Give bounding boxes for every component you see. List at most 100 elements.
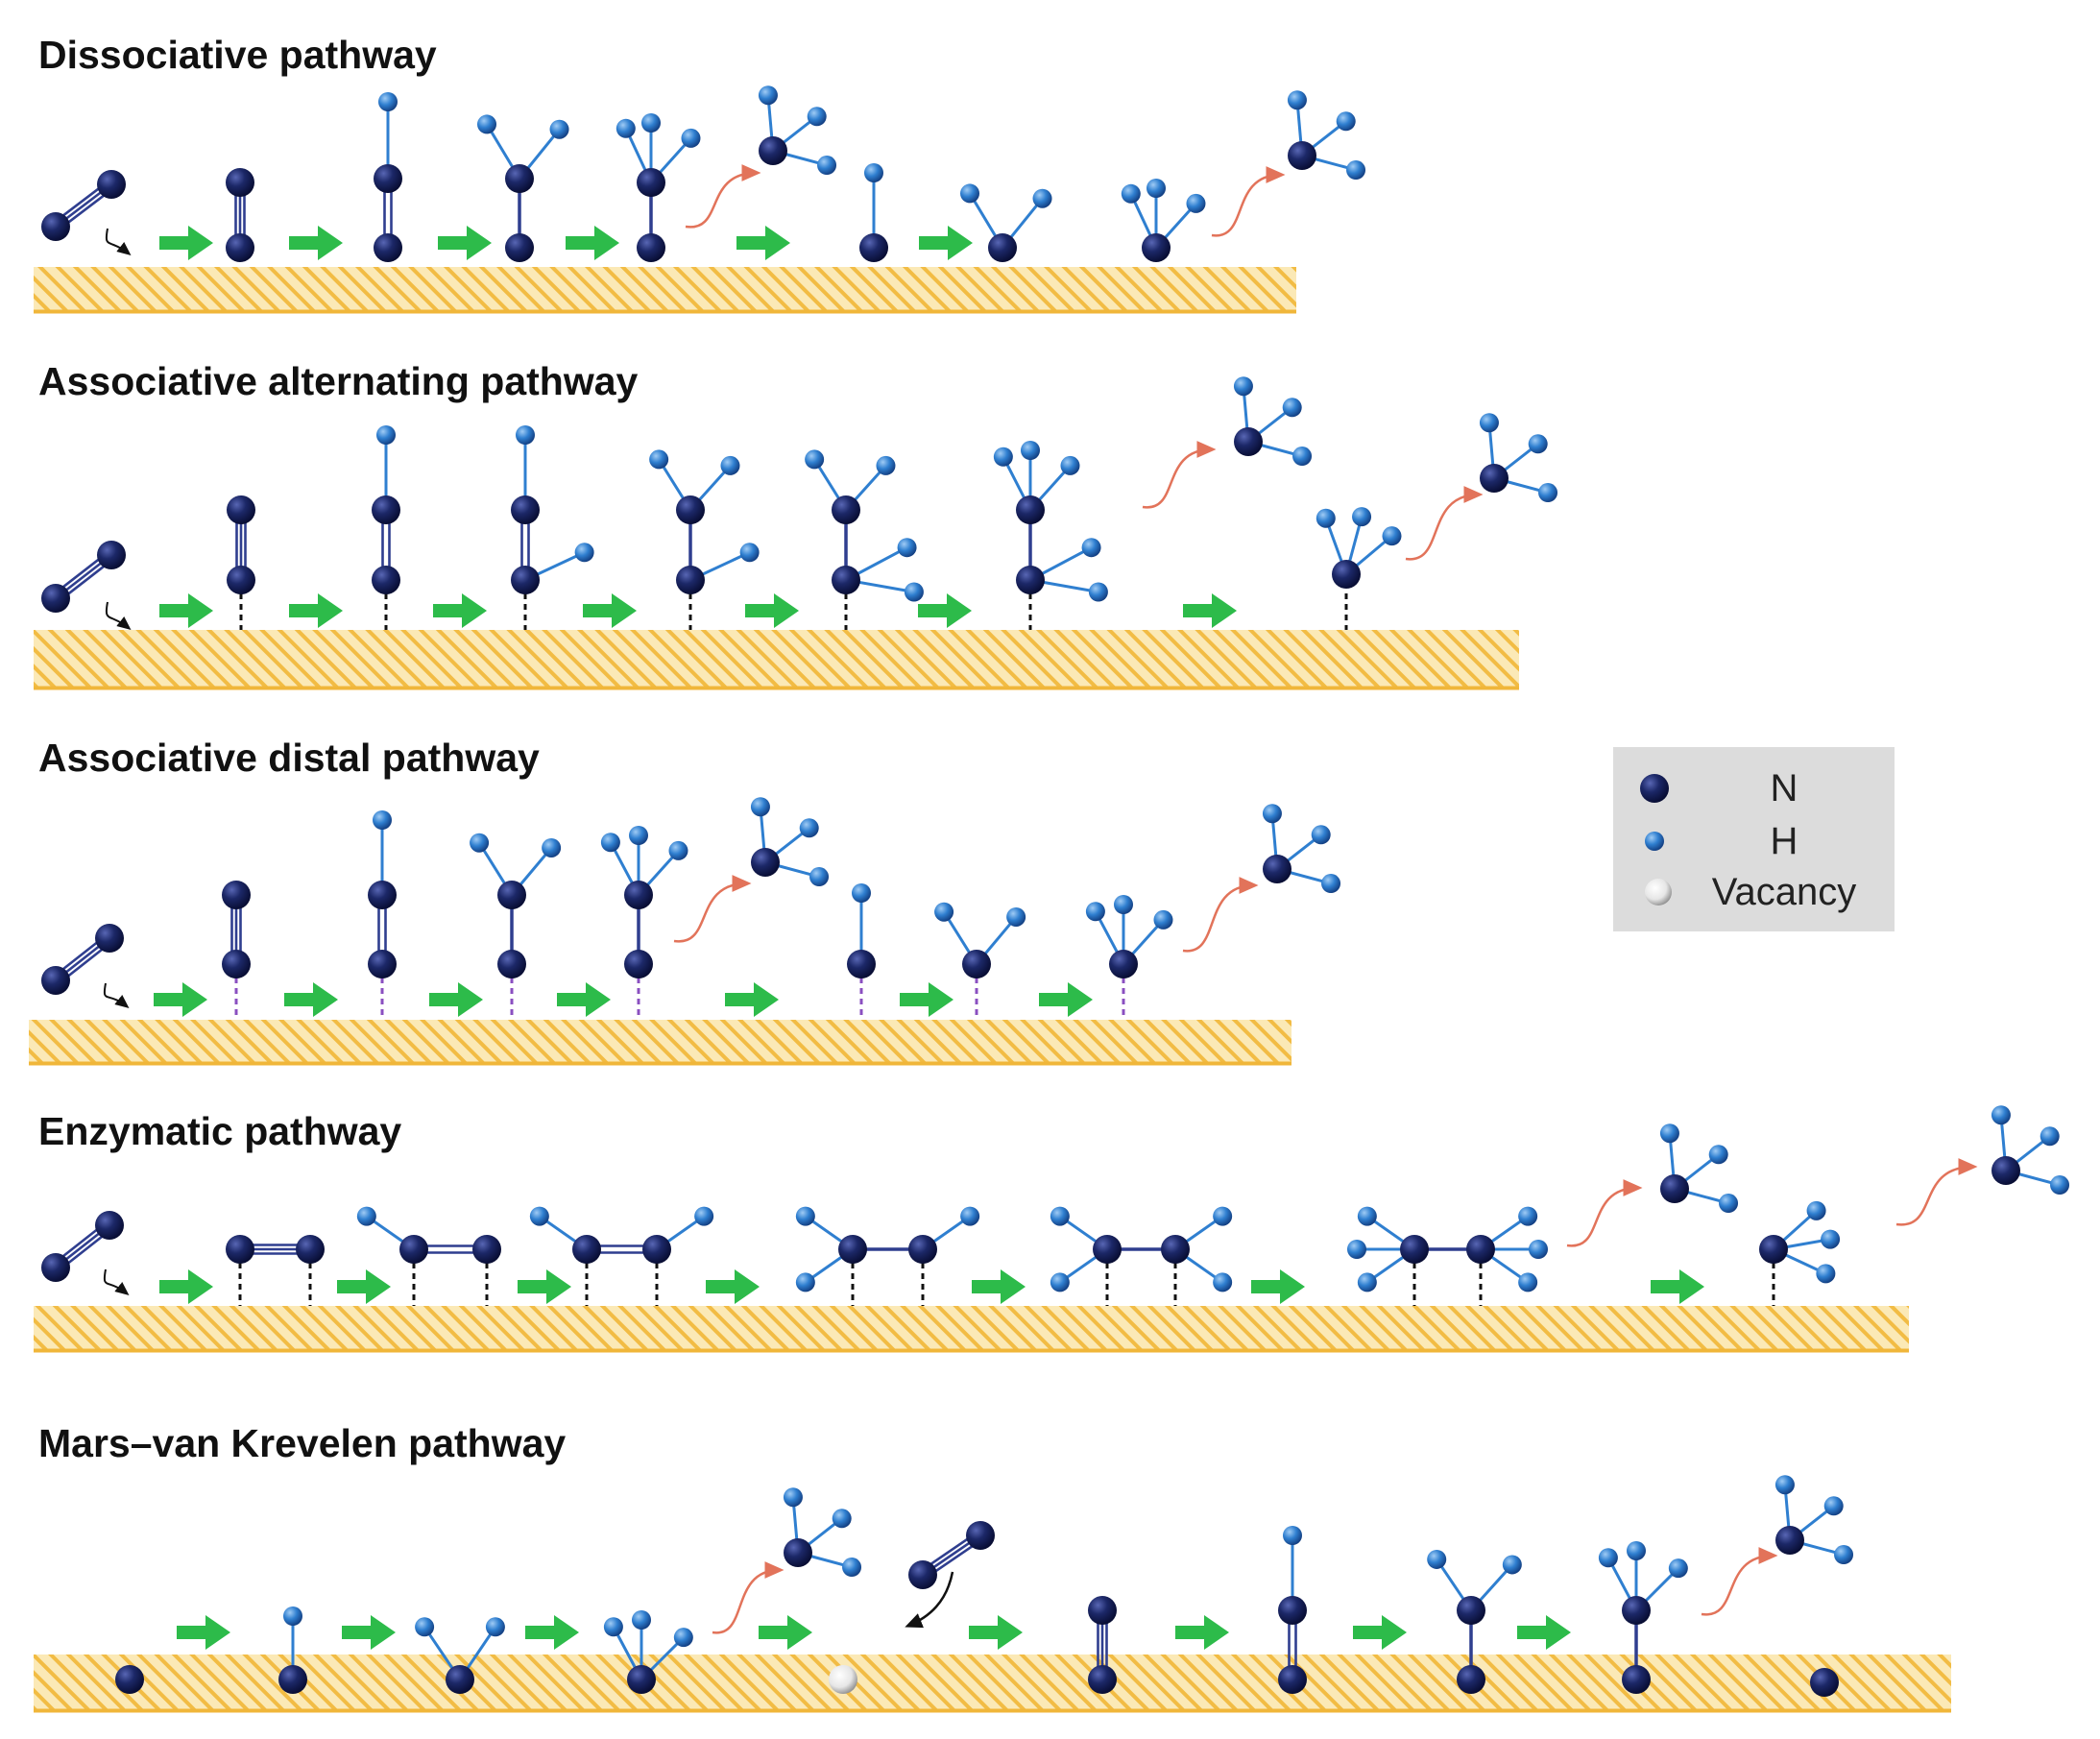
step-arrow	[919, 226, 973, 260]
hydrogen-atom	[1518, 1272, 1538, 1292]
step-arrow	[1039, 982, 1093, 1017]
hydrogen-atom	[1321, 874, 1341, 894]
hydrogen-atom	[1032, 188, 1052, 208]
hydrogen-atom	[1147, 179, 1166, 198]
hydrogen-atom	[1598, 1548, 1618, 1568]
hydrogen-atom	[1213, 1272, 1233, 1292]
hydrogen-atom	[1213, 1206, 1233, 1226]
nitrogen-atom	[1142, 233, 1171, 262]
product-release-arrow	[712, 1561, 784, 1634]
hydrogen-atom	[1006, 906, 1026, 927]
step-arrow	[1651, 1269, 1704, 1304]
nitrogen-atom	[399, 1235, 428, 1264]
nitrogen-atom	[572, 1235, 601, 1264]
hydrogen-atom	[632, 1610, 651, 1630]
hydrogen-atom	[1816, 1264, 1836, 1284]
nitrogen-atom	[97, 541, 126, 569]
nitrogen-atom	[95, 1211, 124, 1240]
nitrogen-atom	[1016, 495, 1045, 524]
hydrogen-atom	[668, 840, 688, 860]
nitrogen-atom	[988, 233, 1017, 262]
hydrogen-atom	[477, 114, 497, 134]
nitrogen-atom	[511, 566, 540, 594]
hydrogen-atom	[574, 543, 594, 563]
hydrogen-atom	[1021, 441, 1040, 460]
nitrogen-atom	[278, 1665, 307, 1694]
hydrogen-atom	[681, 128, 701, 148]
approach-arrow	[105, 228, 132, 255]
nitrogen-atom	[368, 950, 397, 978]
nitrogen-atom	[784, 1538, 812, 1567]
hydrogen-atom	[1518, 1206, 1538, 1226]
hydrogen-atom	[750, 797, 770, 817]
nitrogen-atom	[1234, 427, 1263, 456]
catalyst-surface	[34, 630, 1519, 689]
product-release-arrow	[1405, 486, 1484, 561]
hydrogen-atom	[864, 163, 883, 182]
hydrogen-atom	[1806, 1200, 1826, 1220]
hydrogen-atom	[758, 85, 778, 106]
hydrogen-atom	[542, 837, 562, 857]
hydrogen-atom	[1292, 447, 1313, 467]
step-arrow	[159, 1269, 213, 1304]
nitrogen-atom	[97, 170, 126, 199]
nitrogen-atom	[908, 1560, 937, 1589]
catalyst-surface	[34, 1306, 1909, 1352]
nitrogen-atom	[505, 164, 534, 193]
hydrogen-atom	[720, 455, 740, 475]
hydrogen-atom	[795, 1272, 815, 1292]
nitrogen-atom	[368, 881, 397, 909]
hydrogen-atom	[1479, 413, 1499, 433]
hydrogen-atom	[805, 449, 825, 470]
nitrogen-atom	[642, 1235, 671, 1264]
product-release-arrow	[1895, 1158, 1978, 1226]
step-arrow	[566, 226, 619, 260]
hydrogen-atom	[1357, 1206, 1377, 1226]
hydrogen-atom	[1668, 1558, 1688, 1579]
nitrogen-atom	[859, 233, 888, 262]
step-arrow	[438, 226, 492, 260]
hydrogen-atom	[1282, 398, 1302, 418]
hydrogen-atom	[1991, 1105, 2011, 1125]
panel-title-enzymatic: Enzymatic pathway	[38, 1109, 401, 1153]
nitrogen-atom	[1466, 1235, 1495, 1264]
hydrogen-atom	[1627, 1541, 1646, 1560]
hydrogen-atom	[1081, 538, 1101, 558]
nitrogen-atom	[41, 966, 70, 995]
step-arrow	[177, 1615, 230, 1650]
step-arrow	[159, 226, 213, 260]
step-arrow	[429, 982, 483, 1017]
hydrogen-atom	[1823, 1496, 1844, 1516]
hydrogen-atom	[1287, 90, 1307, 110]
catalyst-surface	[29, 1020, 1291, 1065]
product-release-arrow	[1182, 877, 1259, 953]
legend-nitrogen-atom	[1640, 774, 1669, 803]
step-arrow	[159, 593, 213, 628]
hydrogen-atom	[852, 883, 871, 903]
nitrogen-atom	[372, 495, 400, 524]
vacancy-site	[829, 1665, 857, 1694]
hydrogen-atom	[1262, 804, 1282, 824]
step-arrow	[900, 982, 953, 1017]
nitrogen-atom	[847, 950, 876, 978]
hydrogen-atom	[1708, 1145, 1728, 1165]
nitrogen-atom	[624, 950, 653, 978]
nitrogen-atom	[1622, 1665, 1651, 1694]
hydrogen-atom	[1528, 434, 1548, 454]
hydrogen-atom	[1352, 507, 1372, 527]
nitrogen-atom	[1332, 560, 1361, 589]
hydrogen-atom	[1346, 160, 1366, 181]
nitrogen-atom	[511, 495, 540, 524]
step-arrow	[289, 226, 343, 260]
nitrogen-atom	[908, 1235, 937, 1264]
nitrogen-atom	[497, 950, 526, 978]
nitrogen-atom	[962, 950, 991, 978]
nitrogen-atom	[1991, 1156, 2020, 1185]
nitrogen-atom	[624, 881, 653, 909]
hydrogen-atom	[1283, 1526, 1302, 1545]
product-release-arrow	[1701, 1547, 1778, 1616]
hydrogen-atom	[807, 107, 827, 127]
nitrogen-atom	[676, 566, 705, 594]
nitrogen-atom	[222, 881, 251, 909]
nitrogen-atom	[1109, 950, 1138, 978]
